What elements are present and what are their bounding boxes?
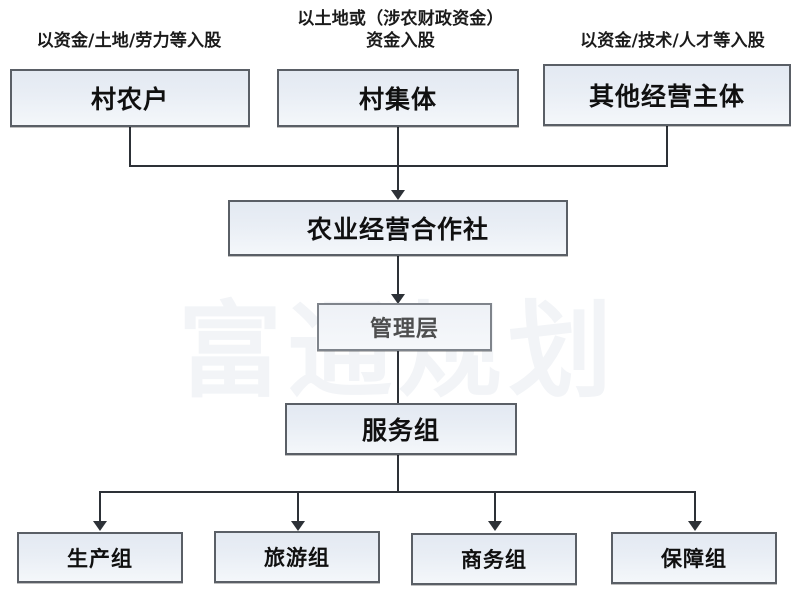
- node-business-label: 商务组: [461, 548, 527, 572]
- arrow-into-coop: [391, 190, 405, 200]
- connector-coop-stem: [397, 165, 399, 193]
- node-management[interactable]: 管理层: [317, 303, 492, 351]
- node-service-label: 服务组: [361, 416, 440, 445]
- connector-tourism-drop: [297, 491, 299, 523]
- node-production[interactable]: 生产组: [17, 532, 183, 583]
- node-support[interactable]: 保障组: [611, 532, 777, 584]
- connector-villager-drop: [129, 127, 131, 167]
- connector-coop-to-management: [397, 256, 399, 300]
- node-other-label: 其他经营主体: [588, 82, 745, 111]
- connector-other-drop: [666, 126, 668, 167]
- arrow-into-management: [391, 294, 405, 304]
- caption-collective: 以土地或（涉农财政资金） 资金入股: [258, 8, 543, 52]
- connector-service-stem: [397, 455, 399, 493]
- node-collective-label: 村集体: [358, 85, 437, 114]
- node-villager[interactable]: 村农户: [10, 69, 250, 127]
- node-villager-label: 村农户: [90, 85, 169, 114]
- caption-villager: 以资金/土地/劳力等入股: [36, 31, 222, 51]
- connector-support-drop: [694, 491, 696, 523]
- connector-collective-drop: [397, 127, 399, 167]
- node-production-label: 生产组: [67, 546, 133, 571]
- node-coop[interactable]: 农业经营合作社: [228, 200, 568, 256]
- node-collective[interactable]: 村集体: [277, 69, 519, 127]
- node-business[interactable]: 商务组: [411, 533, 577, 585]
- node-support-label: 保障组: [661, 547, 727, 571]
- node-management-label: 管理层: [369, 317, 439, 342]
- connector-tier5-bus: [99, 491, 696, 493]
- arrow-into-tourism: [291, 521, 305, 531]
- arrow-into-business: [488, 521, 502, 531]
- arrow-into-support: [688, 521, 702, 531]
- node-tourism-label: 旅游组: [264, 546, 330, 570]
- node-tourism[interactable]: 旅游组: [214, 531, 380, 583]
- connector-production-drop: [99, 491, 101, 523]
- node-coop-label: 农业经营合作社: [306, 215, 489, 244]
- caption-collective-line1: 以土地或（涉农财政资金）: [297, 9, 504, 29]
- caption-other: 以资金/技术/人才等入股: [580, 31, 765, 51]
- connector-business-drop: [494, 491, 496, 523]
- node-service[interactable]: 服务组: [285, 403, 517, 455]
- connector-management-to-service: [397, 351, 399, 404]
- caption-collective-line2: 资金入股: [366, 31, 435, 52]
- arrow-into-production: [93, 521, 107, 531]
- node-other[interactable]: 其他经营主体: [543, 64, 791, 126]
